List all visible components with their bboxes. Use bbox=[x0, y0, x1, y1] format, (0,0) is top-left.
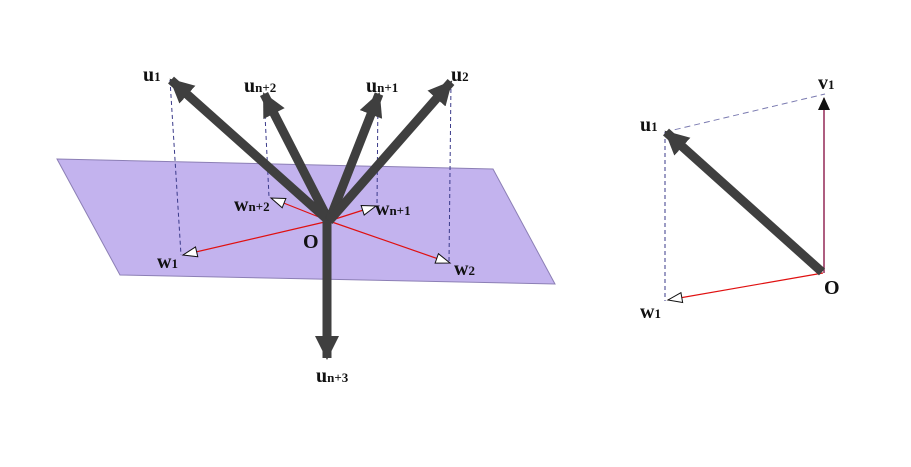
label-u2: u2 bbox=[451, 64, 469, 86]
label-v1: v1 bbox=[818, 72, 835, 94]
label-un2: un+2 bbox=[244, 75, 276, 97]
projection-w2 bbox=[328, 220, 452, 264]
label-w2: w2 bbox=[454, 258, 475, 280]
dashed-line-u2-w2 bbox=[448, 81, 452, 263]
label-un1: un+1 bbox=[366, 75, 398, 97]
vector-u1 bbox=[168, 76, 332, 225]
label-u1-right: u1 bbox=[640, 114, 658, 136]
label-w1-right: w1 bbox=[640, 301, 661, 323]
dashed-line-un1-wn1 bbox=[376, 93, 379, 207]
vector-un1 bbox=[324, 92, 384, 223]
left-figure: O u1 un+2 un+1 u2 un+3 wn+2 wn+1 w1 w2 bbox=[56, 64, 556, 387]
projection-w1 bbox=[181, 220, 330, 258]
label-wn2: wn+2 bbox=[234, 194, 270, 216]
dashed-line-u1-w1 bbox=[169, 79, 182, 256]
origin-label-right: O bbox=[824, 277, 840, 299]
vector-un2 bbox=[259, 91, 334, 224]
vector-u2 bbox=[325, 79, 455, 224]
label-un3: un+3 bbox=[316, 365, 349, 387]
label-w1: w1 bbox=[157, 251, 178, 273]
dashed-line-u1-v1 bbox=[664, 93, 826, 133]
label-u1: u1 bbox=[143, 64, 161, 86]
origin-label: O bbox=[303, 231, 319, 253]
label-wn1: wn+1 bbox=[375, 198, 411, 220]
vector-u1-right bbox=[662, 128, 826, 276]
right-figure: O u1 v1 w1 bbox=[640, 72, 840, 323]
projection-w1-right bbox=[666, 272, 824, 304]
